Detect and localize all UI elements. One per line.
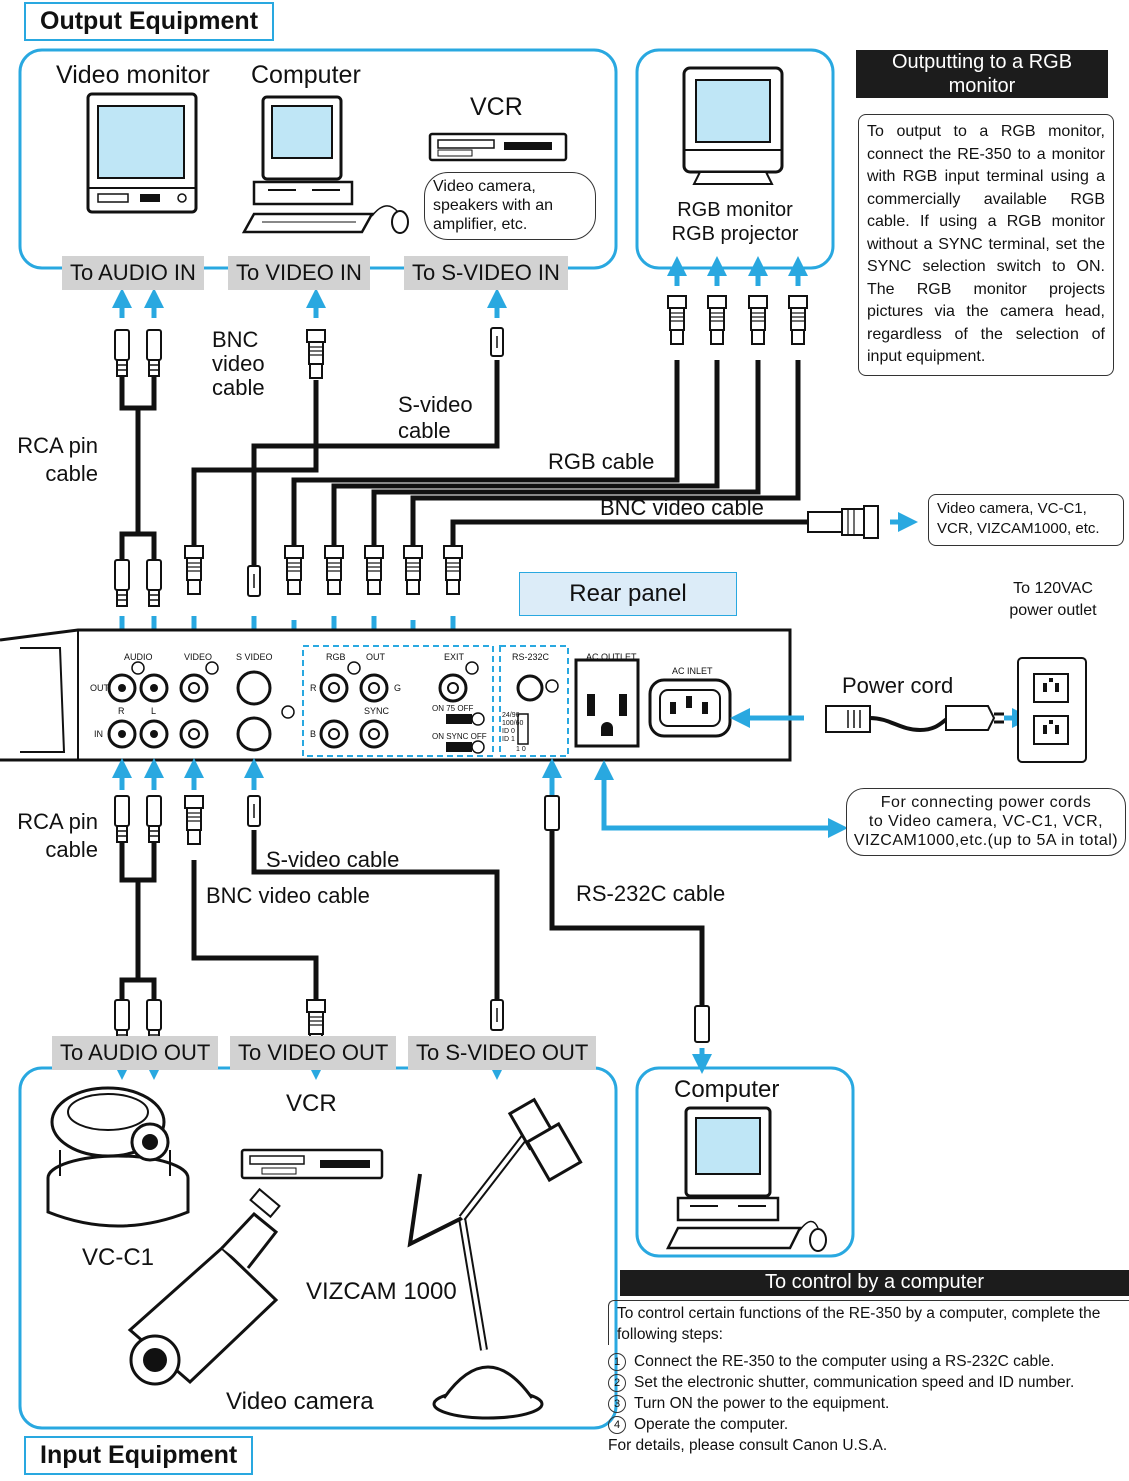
panel-label-ac-inlet: AC INLET: [672, 666, 713, 676]
bnc-cable-top-label: BNC video cable: [212, 328, 265, 400]
panel-label-in-side: IN: [94, 729, 103, 739]
exit-device-note: Video camera, VC-C1, VCR, VIZCAM1000, et…: [928, 494, 1124, 546]
panel-label-b: B: [310, 729, 316, 739]
input-equipment-title: Input Equipment: [24, 1436, 253, 1475]
panel-out-arrows: [122, 768, 552, 796]
panel-label-exit: EXIT: [444, 652, 464, 662]
panel-label-sync: SYNC: [364, 706, 389, 716]
vc-c1-label: VC-C1: [82, 1244, 154, 1271]
computer-input-label: Computer: [674, 1076, 779, 1103]
panel-label-out: OUT: [366, 652, 385, 662]
control-steps-block: To control certain functions of the RE-3…: [608, 1300, 1129, 1480]
panel-label-video: VIDEO: [184, 652, 212, 662]
rear-panel-title: Rear panel: [519, 572, 737, 616]
s-video-cable-bottom-label: S-video cable: [266, 846, 399, 873]
panel-label-dip2: 1 0: [516, 746, 526, 753]
step-mark-2: 2: [608, 1374, 626, 1392]
computer-input-icon: [668, 1108, 826, 1251]
rs232c-cable-label: RS-232C cable: [576, 880, 725, 907]
panel-label-on75off: ON 75 OFF: [432, 704, 473, 713]
tag-video-out: To VIDEO OUT: [230, 1036, 396, 1070]
control-footer: For details, please consult Canon U.S.A.: [608, 1435, 1129, 1456]
video-monitor-label: Video monitor: [56, 62, 210, 89]
tag-s-video-out: To S-VIDEO OUT: [408, 1036, 596, 1070]
step-mark-3: 3: [608, 1395, 626, 1413]
tag-video-in: To VIDEO IN: [228, 256, 370, 290]
panel-label-onsyncoff: ON SYNC OFF: [432, 732, 487, 741]
computer-label: Computer: [251, 62, 361, 89]
tag-audio-in: To AUDIO IN: [62, 256, 204, 290]
vcr-input-label: VCR: [286, 1090, 337, 1117]
panel-label-g: G: [394, 683, 401, 693]
vizcam-label: VIZCAM 1000: [306, 1278, 457, 1305]
panel-label-dip: 24/96 100/60 ID 0 ID 1: [502, 712, 523, 744]
panel-label-rs232c: RS-232C: [512, 652, 549, 662]
power-cord-label: Power cord: [842, 672, 953, 699]
control-heading: To control by a computer: [620, 1270, 1129, 1296]
panel-label-rgb: RGB: [326, 652, 346, 662]
bnc-cable-bottom-label: BNC video cable: [206, 882, 370, 909]
panel-label-s-video: S VIDEO: [236, 652, 273, 662]
panel-label-r: R: [118, 706, 125, 716]
rca-cable-top-label: RCA pin cable: [4, 432, 98, 488]
vc-c1-camera-icon: [48, 1088, 188, 1226]
tag-s-video-in: To S-VIDEO IN: [404, 256, 568, 290]
panel-label-r2: R: [310, 683, 317, 693]
vizcam-1000-icon: [410, 1100, 581, 1418]
s-video-cable-top-label: S-video cable: [398, 392, 473, 444]
rgb-note-body: To output to a RGB monitor, connect the …: [858, 114, 1114, 376]
panel-label-ac-outlet: AC OUTLET: [586, 652, 637, 662]
power-outlet-label: To 120VAC power outlet: [980, 578, 1126, 622]
computer-icon: [244, 97, 408, 233]
wall-outlet-icon: [1018, 658, 1086, 762]
rgb-device-label: RGB monitor RGB projector: [642, 198, 828, 246]
rgb-cable-label: RGB cable: [548, 448, 654, 475]
tag-audio-out: To AUDIO OUT: [52, 1036, 218, 1070]
lower-cables: [122, 830, 702, 1020]
vcr-input-icon: [242, 1150, 382, 1178]
vcr-note-bubble: Video camera, speakers with an amplifier…: [424, 172, 596, 240]
output-equipment-title: Output Equipment: [24, 2, 274, 41]
rgb-monitor-icon: [684, 68, 782, 184]
step-mark-1: 1: [608, 1353, 626, 1371]
panel-label-l: L: [151, 706, 156, 716]
step-mark-4: 4: [608, 1416, 626, 1434]
video-monitor-icon: [88, 94, 196, 212]
panel-label-audio: AUDIO: [124, 652, 153, 662]
rgb-note-heading: Outputting to a RGB monitor: [856, 50, 1108, 98]
lower-connectors: [115, 796, 709, 1048]
bnc-exit-cable-label: BNC video cable: [600, 494, 764, 521]
ac-outlet-note: For connecting power cords to Video came…: [846, 788, 1126, 856]
rca-cable-bottom-label: RCA pin cable: [4, 808, 98, 864]
vcr-output-icon: [430, 134, 566, 160]
video-camera-label: Video camera: [226, 1388, 374, 1415]
panel-label-out-side: OUT: [90, 683, 109, 693]
control-intro: To control certain functions of the RE-3…: [608, 1300, 1129, 1345]
rear-panel-device: [0, 630, 790, 760]
ac-outlet-arrow: [604, 770, 838, 828]
vcr-output-label: VCR: [470, 94, 523, 121]
